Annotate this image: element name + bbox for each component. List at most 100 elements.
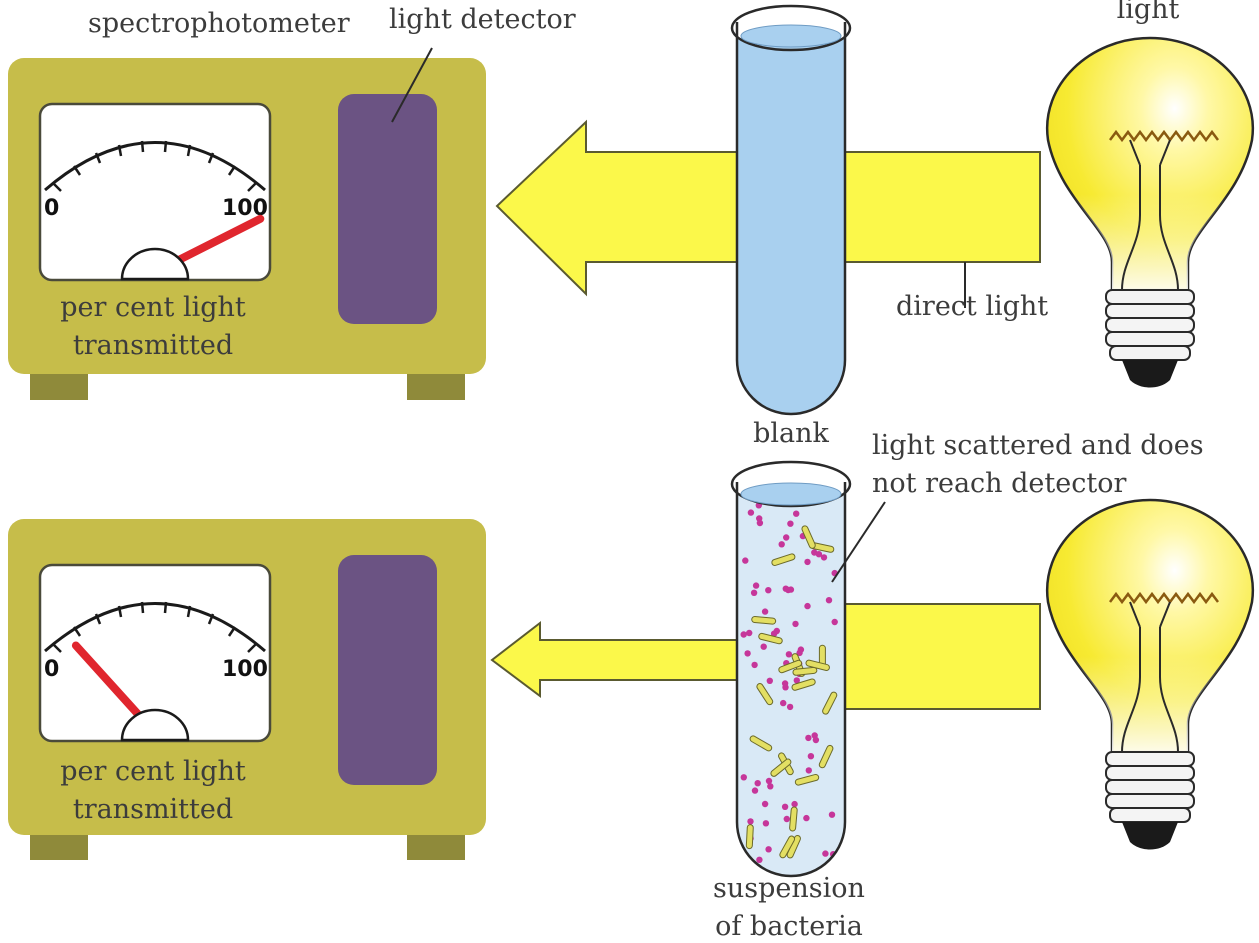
bacteria-dot	[756, 856, 763, 863]
bacteria-rod	[801, 525, 816, 549]
meter-caption-line1: per cent light	[60, 292, 246, 323]
bulb-screw-base	[1105, 289, 1195, 388]
bacteria-dot	[797, 646, 805, 653]
bulb-filament	[1109, 129, 1219, 143]
bacteria-dot	[815, 551, 823, 558]
transmitted-light-beam	[490, 620, 738, 698]
bacteria-dot	[831, 618, 838, 626]
bacteria-dot	[791, 800, 798, 808]
label-scattered-line1: light scattered and does	[872, 430, 1204, 461]
light-bulb-icon	[1045, 36, 1255, 388]
scale-min-label: 0	[44, 196, 59, 221]
light-bulb-icon	[1045, 498, 1255, 850]
label-scattered-line2: not reach detector	[872, 468, 1126, 499]
bacteria-rod	[789, 806, 798, 832]
bulb-stem	[1121, 601, 1179, 753]
bacteria-dot	[750, 589, 758, 596]
bacteria-dot	[761, 608, 769, 615]
light-detector-window	[338, 555, 437, 785]
bacteria-dot	[765, 777, 773, 785]
meter-dial: 0 100	[38, 563, 272, 743]
scale-min-label: 0	[44, 657, 59, 682]
spectrophotometer-device: 0 100 per cent light transmitted	[8, 58, 486, 400]
bacteria-dot	[765, 587, 772, 594]
bacteria-dot	[786, 703, 794, 711]
meter-scale-arc	[44, 141, 266, 192]
bacteria-rod	[756, 683, 774, 706]
bacteria-dot	[811, 732, 818, 739]
meter-tick-marks	[52, 140, 257, 192]
bacteria-dot	[793, 510, 800, 517]
bacteria-dot	[751, 787, 759, 794]
bacteria-rod	[792, 666, 818, 676]
bacteria-rod	[779, 835, 796, 859]
bacteria-dot	[765, 846, 772, 853]
label-suspension-line2: of bacteria	[715, 911, 863, 942]
bacteria-rod	[771, 553, 796, 566]
scale-max-label: 100	[222, 657, 268, 682]
bacteria-rod	[778, 659, 803, 674]
meter-scale-arc	[44, 602, 266, 653]
bulb-screw-base	[1105, 751, 1195, 850]
bacteria-dot	[747, 509, 755, 516]
bacteria-dot	[778, 541, 785, 548]
device-foot-left	[30, 370, 88, 400]
light-detector-leader	[391, 47, 433, 123]
bacteria-dot	[793, 677, 800, 684]
meter-caption-line1: per cent light	[60, 756, 246, 787]
bacteria-rod	[749, 735, 773, 752]
spectrophotometer-device: 0 100 per cent light transmitted	[8, 519, 486, 860]
tube-wall	[735, 482, 847, 878]
bacteria-dot	[804, 558, 811, 566]
bacteria-dot	[754, 780, 761, 787]
bacteria-dot	[742, 557, 749, 564]
bacteria-dot	[760, 643, 767, 650]
bacteria-dot	[740, 631, 747, 638]
bacteria-rod	[794, 773, 820, 786]
bacteria-rod	[758, 632, 783, 645]
bacteria-dot	[766, 677, 773, 684]
label-light-detector: light detector	[389, 4, 576, 35]
label-direct-light: direct light	[896, 291, 1048, 322]
bacteria-dot	[804, 602, 811, 610]
bacteria-dot	[828, 811, 836, 818]
bacteria-rod	[791, 678, 816, 691]
bacteria-rod	[805, 659, 830, 671]
bacteria-dot	[761, 800, 769, 808]
bacteria-dot	[752, 582, 760, 589]
bacteria-dot	[783, 534, 790, 541]
bacteria-dot	[822, 850, 829, 857]
label-suspension-line1: suspension	[713, 873, 865, 904]
bacteria-dot	[744, 650, 751, 657]
bacteria-dot	[746, 629, 753, 637]
device-foot-right	[407, 370, 465, 400]
bacteria-dot	[767, 783, 774, 790]
bulb-filament	[1109, 591, 1219, 605]
bacteria-dot	[770, 630, 778, 637]
bacteria-dot	[792, 620, 799, 628]
bacteria-dot	[780, 699, 787, 707]
bacteria-dot	[781, 680, 789, 687]
bacteria-dot	[820, 554, 828, 561]
blank-test-tube	[730, 4, 852, 416]
bacteria-dot	[825, 597, 833, 604]
tube-liquid	[737, 38, 845, 414]
bacteria-dot	[751, 661, 758, 669]
tube-wall	[735, 22, 847, 416]
liquid-surface	[740, 24, 842, 48]
meter-dial: 0 100	[38, 102, 272, 282]
light-detector-window	[338, 94, 437, 324]
bacteria-rod	[745, 824, 754, 850]
bacteria-rod	[818, 744, 834, 769]
tube-rim	[730, 4, 852, 52]
label-spectrophotometer: spectrophotometer	[88, 8, 350, 39]
bacteria-suspension-tube	[730, 460, 852, 878]
bacteria-dot	[805, 734, 812, 742]
liquid-surface	[740, 482, 842, 506]
bacteria-dot	[785, 651, 793, 658]
bacteria-rod	[770, 758, 792, 777]
meter-pivot	[120, 247, 190, 281]
label-light: light	[1117, 0, 1180, 25]
bacteria-particles	[740, 502, 838, 865]
